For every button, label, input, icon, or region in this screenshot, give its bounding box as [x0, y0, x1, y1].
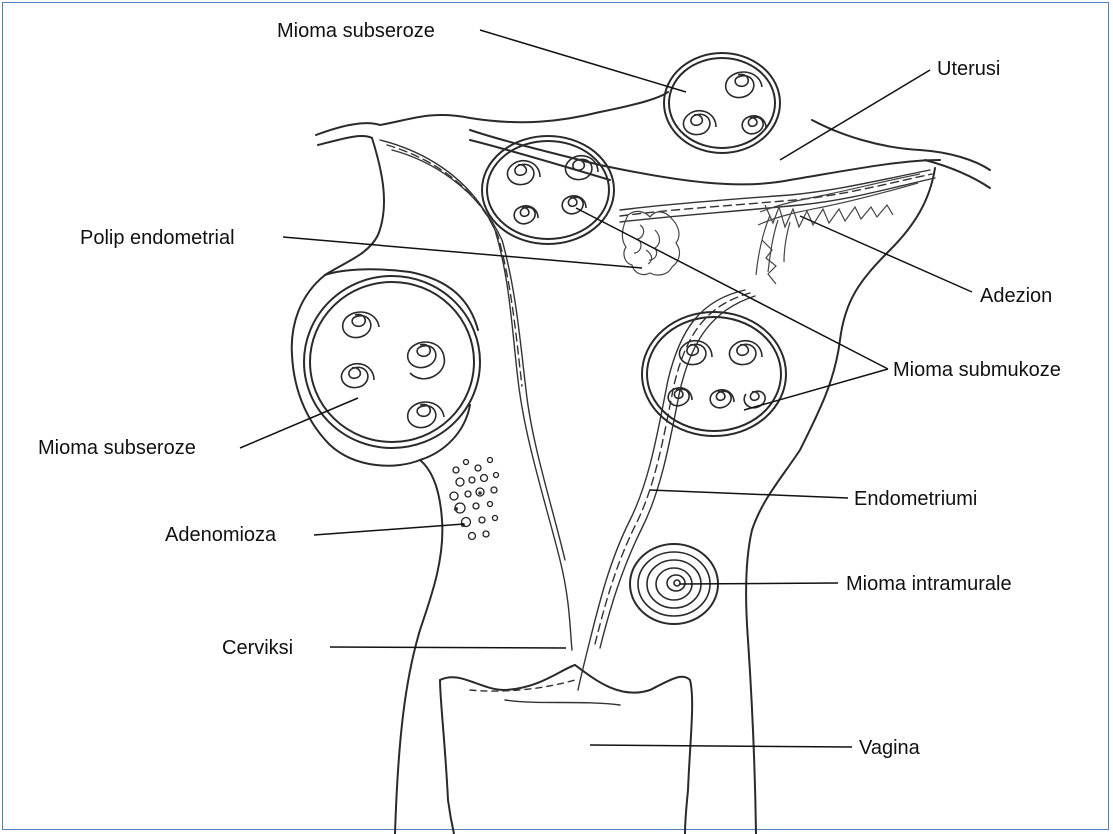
adhesion	[756, 174, 920, 284]
cervix-vagina	[440, 665, 692, 834]
leader-endometriumi	[650, 490, 848, 498]
label-mioma-intramurale: Mioma intramurale	[846, 573, 1012, 595]
uterus-outline	[292, 92, 990, 834]
leader-polip-endometrial	[283, 237, 642, 268]
leader-vagina	[590, 745, 852, 747]
label-adezion: Adezion	[980, 285, 1052, 307]
label-vagina: Vagina	[859, 737, 921, 759]
leader-adezion	[800, 216, 972, 292]
label-mioma-submukoze: Mioma submukoze	[893, 359, 1061, 381]
label-endometriumi: Endometriumi	[854, 488, 977, 510]
adenomyosis-foci	[450, 458, 499, 540]
leader-mioma-submukoze-b	[744, 369, 888, 410]
leader-uterusi	[780, 70, 930, 160]
fibroid-submucous-right	[642, 312, 786, 436]
fibroid-subserous-left	[304, 276, 480, 448]
leader-mioma-submukoze-a	[576, 208, 888, 369]
leader-mioma-subseroze-top	[480, 30, 686, 92]
label-adenomioza: Adenomioza	[165, 524, 277, 546]
fibroid-subserous-top	[664, 53, 780, 153]
label-mioma-subseroze-left: Mioma subseroze	[38, 437, 196, 459]
label-polip-endometrial: Polip endometrial	[80, 227, 235, 249]
uterine-cavity	[380, 140, 935, 690]
label-mioma-subseroze-top: Mioma subseroze	[277, 20, 435, 42]
label-uterusi: Uterusi	[937, 58, 1000, 80]
leader-cerviksi	[330, 647, 566, 648]
label-cerviksi: Cerviksi	[222, 637, 293, 659]
leader-mioma-intramurale	[680, 583, 838, 584]
